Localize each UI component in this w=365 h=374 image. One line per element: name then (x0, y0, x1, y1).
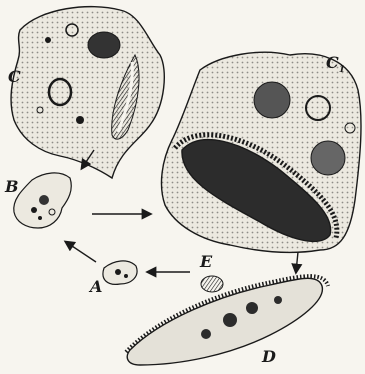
vacuole (254, 82, 290, 118)
label-c: C (8, 67, 21, 86)
label-a: A (88, 277, 102, 296)
cell-c (10, 7, 164, 178)
label-d: D (261, 347, 276, 366)
cell-e-body (201, 276, 223, 292)
nucleus (88, 32, 120, 58)
label-b: B (4, 177, 19, 196)
label-e: E (199, 252, 213, 271)
cell-e (201, 276, 223, 292)
cell-c1 (160, 50, 365, 255)
cell-b (14, 173, 72, 228)
cell-a (103, 261, 137, 284)
arrow-a-to-b (66, 242, 96, 262)
cell-d (126, 276, 328, 365)
vacuole (311, 141, 345, 175)
arrow-c1-to-d (296, 252, 298, 272)
label-c1: C1 (326, 53, 345, 75)
